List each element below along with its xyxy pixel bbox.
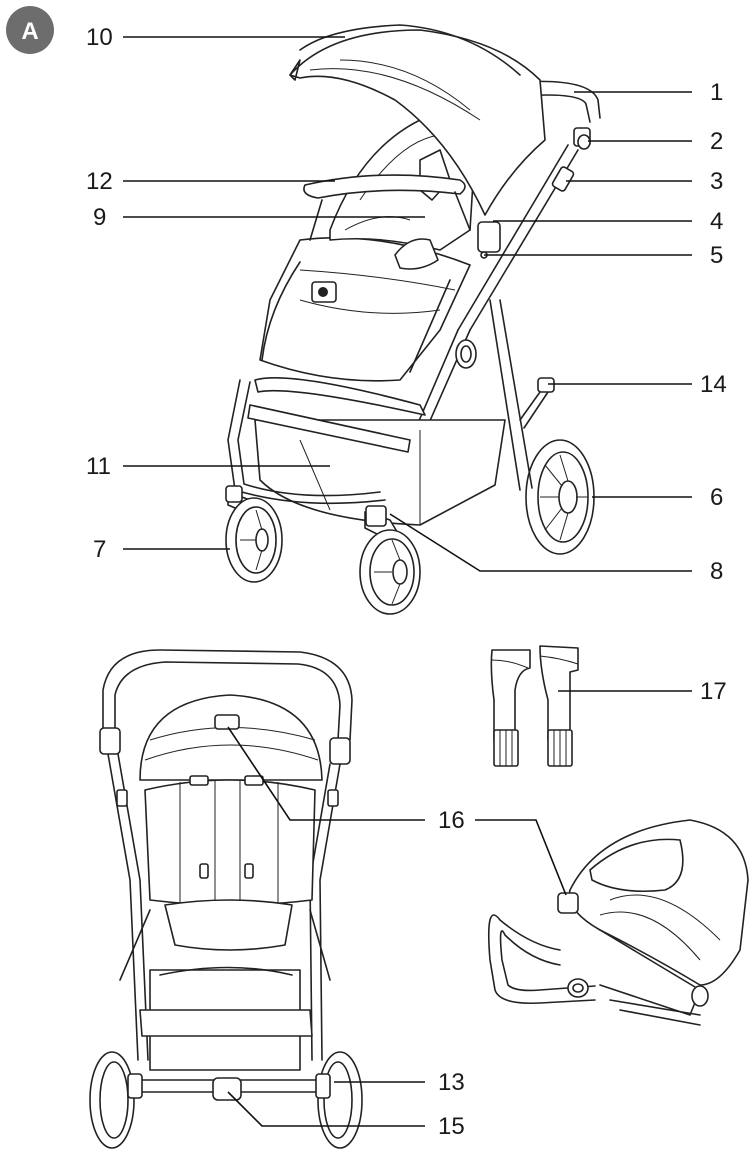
rear-brake-pedal (212, 1077, 242, 1101)
figure-badge: A (6, 6, 54, 54)
callout-5: 5 (710, 242, 723, 269)
rear-view-wheel-left (89, 1051, 143, 1149)
callout-10: 10 (86, 24, 113, 51)
callout-13: 13 (438, 1069, 465, 1096)
brake-handle (551, 166, 575, 192)
canopy-clip (557, 892, 579, 914)
rear-view-wheel-right (315, 1051, 363, 1149)
callout-8: 8 (710, 558, 723, 585)
callout-3: 3 (710, 168, 723, 195)
callout-1: 1 (710, 79, 723, 106)
stroller-rear-view (89, 649, 363, 1149)
adapter-left (490, 649, 531, 767)
callout-12: 12 (86, 168, 113, 195)
car-seat-adapters (490, 645, 579, 767)
callout-17: 17 (700, 678, 727, 705)
rear-wheel-right (525, 439, 595, 555)
canopy-fold-joint (477, 221, 501, 253)
front-wheel-left (225, 485, 283, 583)
canopy-window-tab (214, 714, 240, 730)
callout-7: 7 (93, 536, 106, 563)
basket-strap-part (537, 377, 555, 393)
stroller-side-view (225, 24, 601, 615)
front-wheel-right (359, 505, 421, 615)
callout-4: 4 (710, 208, 723, 235)
callout-11: 11 (86, 453, 111, 480)
callout-numbers: 10 1 2 3 12 9 4 5 14 11 6 7 8 17 16 13 1… (86, 24, 727, 1140)
callout-6: 6 (710, 484, 723, 511)
callout-2: 2 (710, 128, 723, 155)
badge-letter: A (21, 18, 38, 45)
leader-lines (123, 36, 692, 1127)
adapter-right (539, 645, 579, 767)
canopy-detail-view (487, 819, 749, 1026)
callout-16: 16 (438, 807, 465, 834)
callout-15: 15 (438, 1113, 465, 1140)
callout-14: 14 (700, 371, 727, 398)
callout-9: 9 (93, 204, 106, 231)
